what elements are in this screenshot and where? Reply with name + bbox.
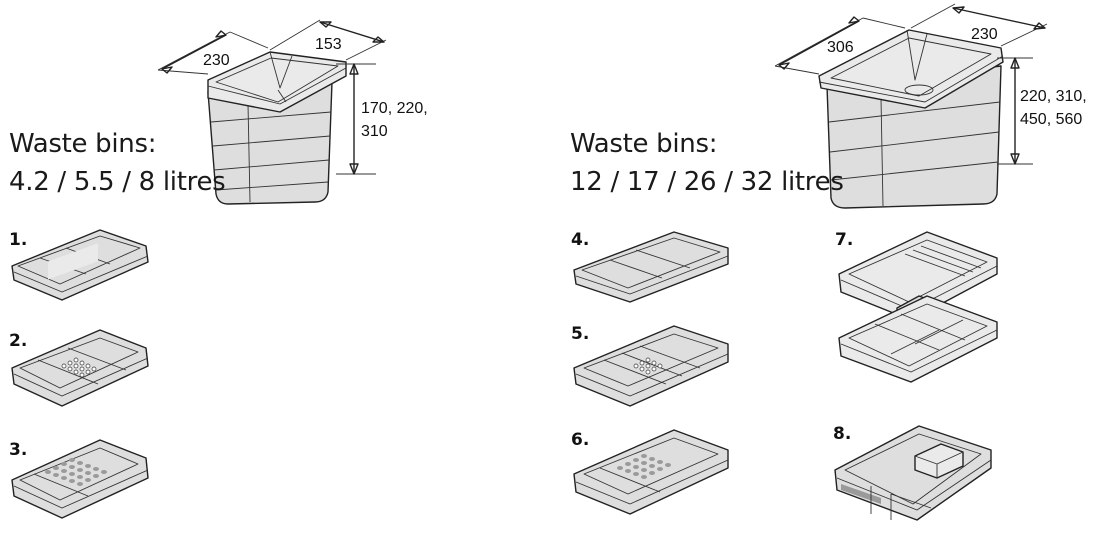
- dimension-height-line1: 170, 220,: [361, 100, 428, 117]
- small-waste-bin-drawing: [157, 19, 387, 205]
- insert-tray-4: [573, 231, 729, 303]
- insert-number-1: 1.: [9, 230, 28, 250]
- insert-number-8: 8.: [833, 424, 852, 444]
- insert-tray-1: [11, 229, 149, 301]
- dimension-height-line2: 310: [361, 123, 388, 140]
- insert-number-5: 5.: [571, 324, 590, 344]
- insert-tray-3: [11, 439, 149, 519]
- insert-number-4: 4.: [571, 230, 590, 250]
- insert-number-7: 7.: [835, 230, 854, 250]
- large-waste-bin-drawing: [774, 3, 1048, 209]
- dimension-height-line2: 450, 560: [1020, 111, 1083, 128]
- right-panel: 306 230 220, 310, 450, 560 Waste bins: 1…: [549, 0, 1098, 538]
- insert-number-2: 2.: [9, 331, 28, 351]
- dimension-depth: 153: [315, 36, 342, 53]
- dimension-depth: 230: [971, 26, 998, 43]
- heading-line2: 12 / 17 / 26 / 32 litres: [570, 167, 844, 197]
- insert-number-3: 3.: [9, 440, 28, 460]
- heading-line2: 4.2 / 5.5 / 8 litres: [9, 167, 226, 197]
- insert-tray-2: [11, 329, 149, 407]
- dimension-width: 306: [827, 39, 854, 56]
- insert-tray-7: [838, 231, 998, 383]
- insert-tray-5: [573, 325, 729, 407]
- left-panel: 230 153 170, 220, 310 Waste bins: 4.2 / …: [9, 19, 428, 519]
- heading-line1: Waste bins:: [9, 129, 157, 159]
- insert-tray-6: [573, 429, 729, 515]
- heading-line1: Waste bins:: [570, 129, 718, 159]
- insert-tray-8: [834, 425, 992, 521]
- insert-number-6: 6.: [571, 430, 590, 450]
- dimension-width: 230: [203, 52, 230, 69]
- dimension-height-line1: 220, 310,: [1020, 88, 1087, 105]
